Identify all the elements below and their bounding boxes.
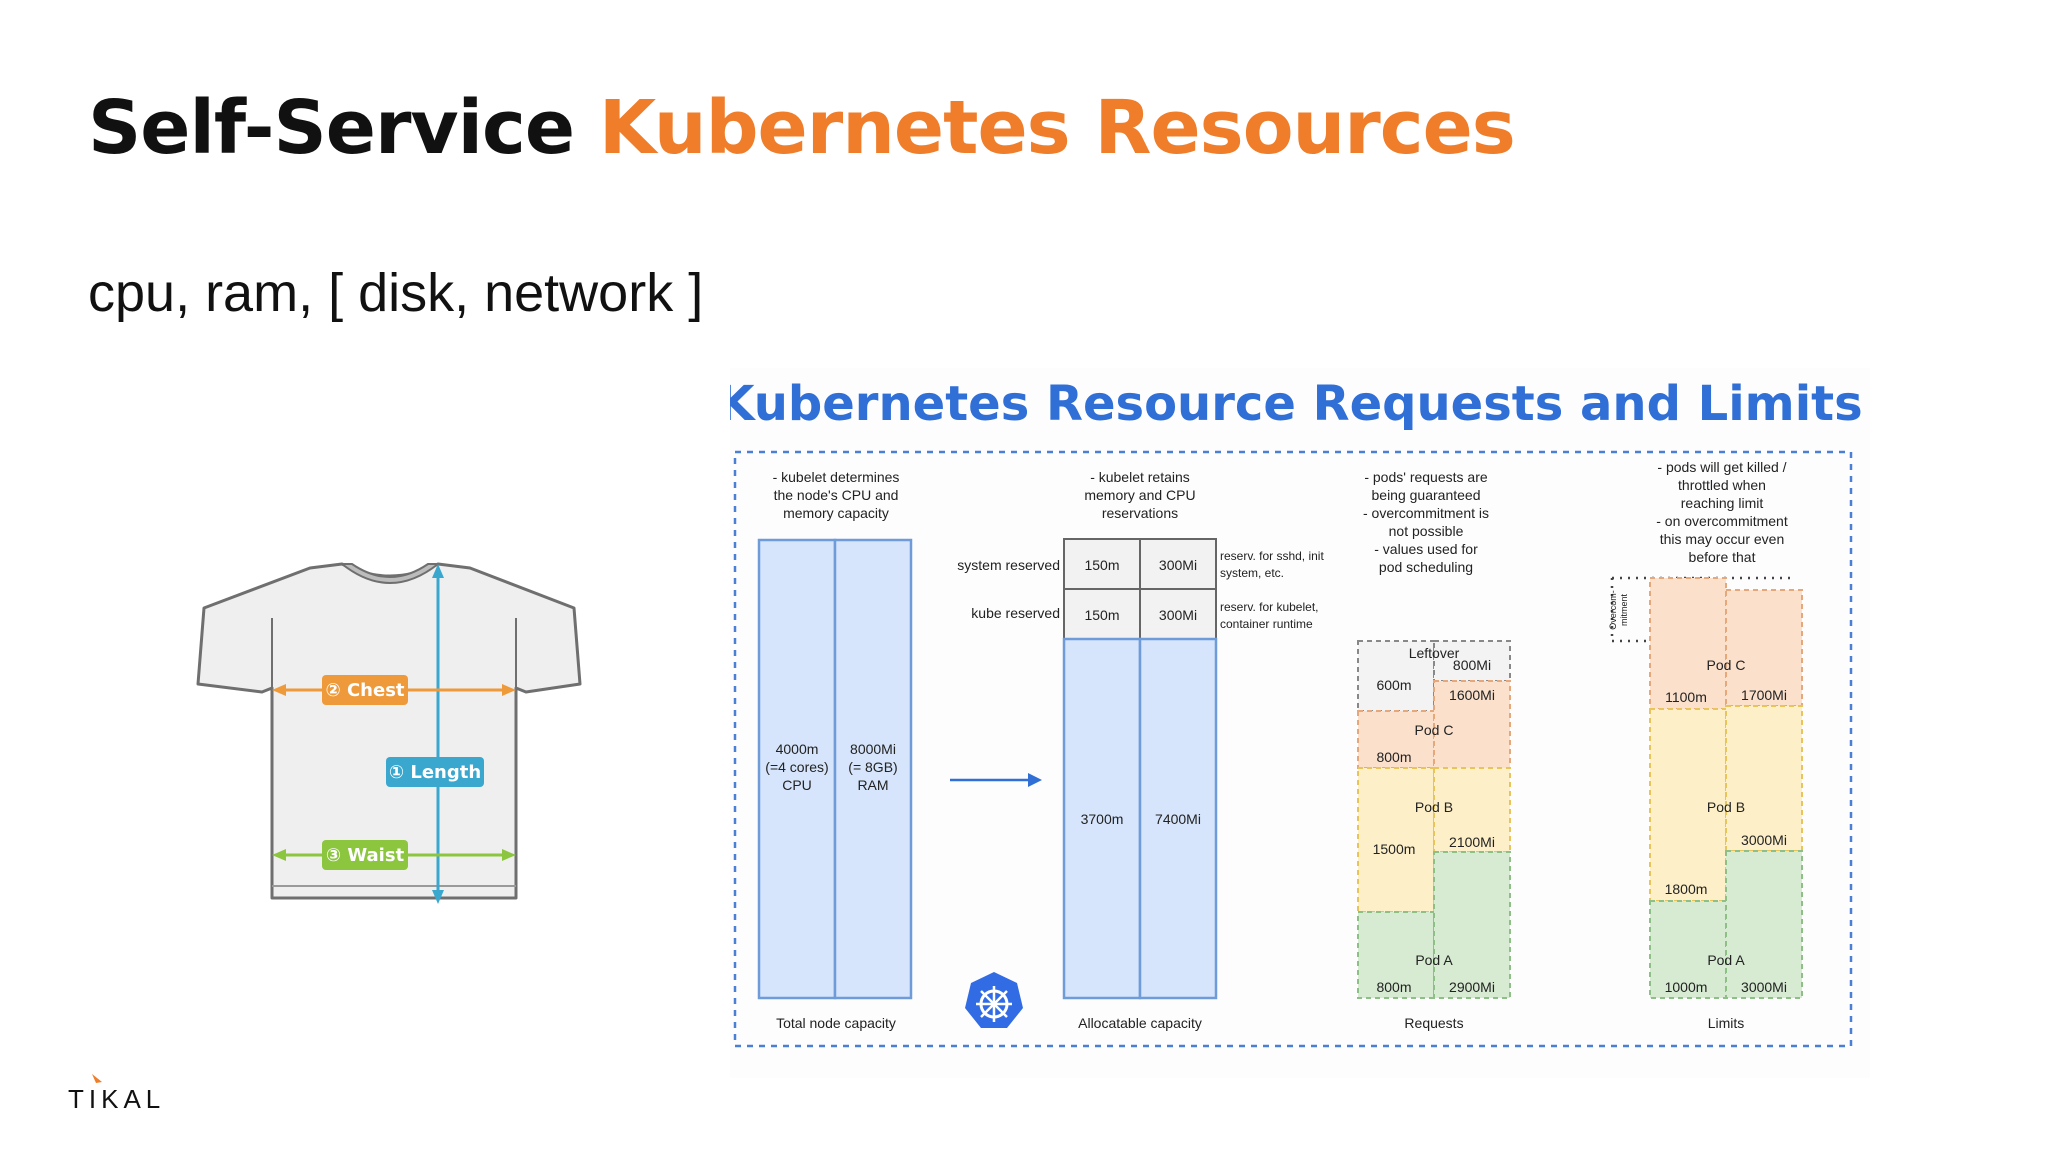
overcommit-label-2: mitment [1619, 594, 1629, 627]
sys-mem: 300Mi [1159, 557, 1197, 573]
logo-text: TIKAL [68, 1084, 165, 1114]
diagram-frame [733, 450, 1853, 1048]
lim-poda-mem [1725, 850, 1803, 999]
leftover-mem-val: 800Mi [1453, 657, 1491, 673]
req-podb-cpu [1357, 767, 1435, 913]
kube-mem: 300Mi [1159, 607, 1197, 623]
overcommit-label-1: Overcom- [1608, 590, 1618, 630]
slide-subtitle: cpu, ram, [ disk, network ] [88, 263, 704, 323]
req-poda-mem [1433, 851, 1511, 999]
total-ram-line1: 8000Mi [850, 741, 896, 757]
leftover-mem [1433, 640, 1511, 682]
lim-podc-cpu-val: 1100m [1665, 689, 1707, 705]
col4-desc-3: reaching limit [1681, 495, 1764, 511]
req-podc-label: Pod C [1415, 722, 1454, 738]
total-cpu-line1: 4000m [776, 741, 819, 757]
col3-desc-4: not possible [1389, 523, 1464, 539]
col3-desc-5: - values used for [1374, 541, 1478, 557]
lim-podb-cpu-val: 1800m [1665, 881, 1708, 897]
chest-label: ② Chest [325, 680, 404, 701]
req-poda-mem-val: 2900Mi [1449, 979, 1495, 995]
total-ram-line2: (= 8GB) [848, 759, 897, 775]
alloc-cpu-block [1062, 637, 1142, 1000]
slide-title-part1: Self-Service [88, 85, 599, 171]
slide-title: Self-Service Kubernetes Resources [88, 84, 1516, 173]
lim-poda-cpu-val: 1000m [1665, 979, 1708, 995]
col3-desc-2: being guaranteed [1372, 487, 1481, 503]
req-podb-mem-val: 2100Mi [1449, 834, 1495, 850]
logo-mark-icon [92, 1074, 102, 1083]
total-cpu-line2: (=4 cores) [765, 759, 828, 775]
col3-desc-3: - overcommitment is [1363, 505, 1489, 521]
lim-poda-mem-val: 3000Mi [1741, 979, 1787, 995]
kube-cpu: 150m [1084, 607, 1119, 623]
req-podc-mem-val: 1600Mi [1449, 687, 1495, 703]
leftover-cpu-val: 600m [1376, 677, 1411, 693]
lim-podc-mem [1725, 589, 1803, 707]
tikal-logo: TIKAL [66, 1070, 196, 1119]
kube-reserved-label: kube reserved [971, 605, 1060, 621]
sys-note-2: system, etc. [1220, 566, 1284, 580]
slide-title-accent: Kubernetes Resources [598, 85, 1516, 171]
col4-desc-4: - on overcommitment [1656, 513, 1788, 529]
col2-desc-2: memory and CPU [1084, 487, 1195, 503]
tshirt-collar [339, 563, 441, 584]
leftover-label: Leftover [1409, 645, 1460, 661]
total-ram-block [833, 538, 913, 1000]
col4-desc-6: before that [1689, 549, 1756, 565]
lim-poda-label: Pod A [1707, 952, 1745, 968]
req-podb-cpu-val: 1500m [1373, 841, 1416, 857]
tshirt-illustration: ② Chest ① Length ③ Waist [170, 550, 610, 940]
req-poda-label: Pod A [1415, 952, 1453, 968]
kubernetes-logo-icon [965, 972, 1023, 1028]
col3-desc-6: pod scheduling [1379, 559, 1473, 575]
system-reserved-label: system reserved [957, 557, 1060, 573]
col4-desc-2: throttled when [1678, 477, 1766, 493]
col4-footer: Limits [1708, 1015, 1745, 1031]
col2-desc-3: reservations [1102, 505, 1178, 521]
req-podb-mem [1433, 767, 1511, 853]
alloc-mem-block [1138, 637, 1218, 1000]
col3-footer: Requests [1404, 1015, 1463, 1031]
kube-note-1: reserv. for kubelet, [1220, 600, 1318, 614]
waist-label: ③ Waist [326, 845, 405, 866]
lim-podb-label: Pod B [1707, 799, 1745, 815]
col1-footer: Total node capacity [776, 1015, 896, 1031]
col4-desc-5: this may occur even [1660, 531, 1785, 547]
req-podb-label: Pod B [1415, 799, 1453, 815]
alloc-cpu: 3700m [1081, 811, 1124, 827]
col1-desc-2: the node's CPU and [774, 487, 899, 503]
col1-desc-3: memory capacity [783, 505, 889, 521]
col1-desc-1: - kubelet determines [773, 469, 900, 485]
req-podc-mem [1433, 680, 1511, 769]
total-ram-line3: RAM [857, 777, 888, 793]
col3-desc-1: - pods' requests are [1364, 469, 1488, 485]
lim-podc-mem-val: 1700Mi [1741, 687, 1787, 703]
col2-desc-1: - kubelet retains [1090, 469, 1190, 485]
leftover-cpu [1357, 640, 1435, 712]
diagram-title: Kubernetes Resource Requests and Limits [730, 376, 1863, 432]
col4-desc-1: - pods will get killed / [1657, 459, 1786, 475]
length-label: ① Length [389, 762, 481, 783]
kube-note-2: container runtime [1220, 617, 1313, 631]
req-podc-cpu-val: 800m [1376, 749, 1411, 765]
k8s-diagram: Kubernetes Resource Requests and Limits … [717, 368, 1870, 1078]
lim-podb-mem-val: 3000Mi [1741, 832, 1787, 848]
sys-cpu: 150m [1084, 557, 1119, 573]
col2-footer: Allocatable capacity [1078, 1015, 1202, 1031]
sys-note-1: reserv. for sshd, init [1220, 549, 1324, 563]
lim-poda-cpu [1649, 900, 1727, 999]
alloc-mem: 7400Mi [1155, 811, 1201, 827]
lim-podc-label: Pod C [1707, 657, 1746, 673]
req-poda-cpu-val: 800m [1376, 979, 1411, 995]
lim-podb-mem [1725, 705, 1803, 852]
total-cpu-line3: CPU [782, 777, 812, 793]
